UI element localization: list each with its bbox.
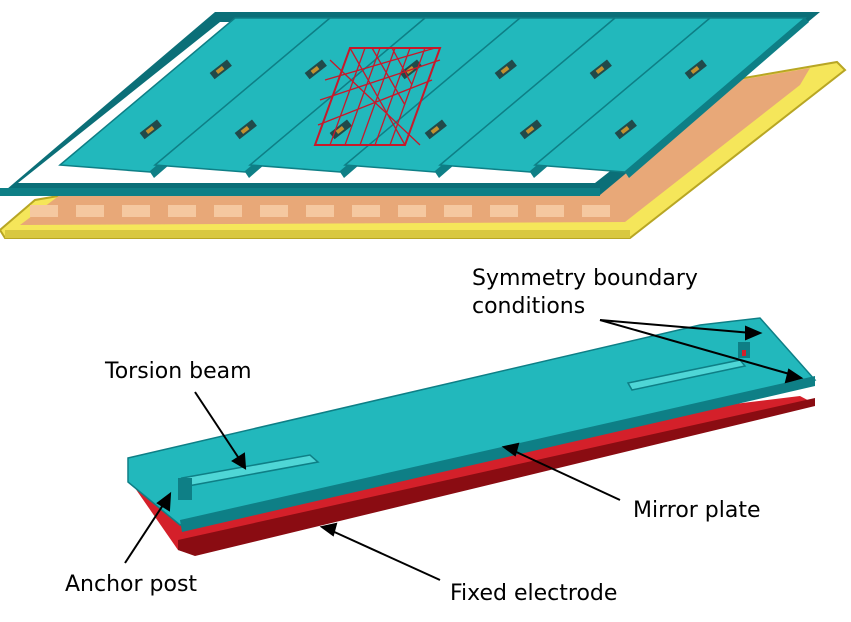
- array-view: [0, 12, 847, 239]
- electrode-pad: [444, 205, 472, 217]
- hinge: [690, 65, 700, 75]
- electrode-pad: [306, 205, 334, 217]
- hinge: [215, 65, 225, 75]
- anchor-post-right-accent: [742, 350, 746, 356]
- mirror-plate: [533, 17, 809, 178]
- electrode-pad: [490, 205, 518, 217]
- hinge: [500, 65, 510, 75]
- torsion-beam-right-shape: [626, 359, 747, 391]
- electrode-pads: [30, 205, 610, 217]
- yellow-substrate-edge: [5, 230, 630, 238]
- label-mirror-plate: Mirror plate: [633, 498, 761, 523]
- label-fixed-electrode: Fixed electrode: [450, 581, 617, 606]
- electrode-pad: [30, 205, 58, 217]
- hinge: [620, 125, 630, 135]
- mesh-region: [313, 47, 442, 146]
- label-symmetry-line1: Symmetry boundary: [472, 266, 698, 291]
- electrode-pad: [352, 205, 380, 217]
- hinge: [595, 65, 605, 75]
- electrode-pad: [122, 205, 150, 217]
- hinge: [240, 125, 250, 135]
- hinge: [310, 65, 320, 75]
- label-anchor-post: Anchor post: [65, 572, 197, 597]
- fixed-electrode-shadow: [178, 398, 815, 556]
- anchor-post-left-shape: [178, 478, 192, 500]
- hinge: [145, 125, 155, 135]
- electrode-pad: [398, 205, 426, 217]
- single-mirror-view: [127, 317, 817, 556]
- mirror-plates: [58, 17, 809, 178]
- electrode-pad: [260, 205, 288, 217]
- label-torsion-beam: Torsion beam: [104, 359, 252, 384]
- frame-front-edge: [0, 188, 600, 196]
- hinge: [430, 125, 440, 135]
- label-symmetry-line2: conditions: [472, 294, 585, 319]
- mirror-plate-front-edge: [180, 376, 815, 532]
- electrode-pad: [76, 205, 104, 217]
- electrode-pad: [536, 205, 564, 217]
- leader-lines: [124, 319, 804, 581]
- hinge: [335, 125, 345, 135]
- electrode-pad: [214, 205, 242, 217]
- hinge: [525, 125, 535, 135]
- electrode-pad: [582, 205, 610, 217]
- electrode-pad: [168, 205, 196, 217]
